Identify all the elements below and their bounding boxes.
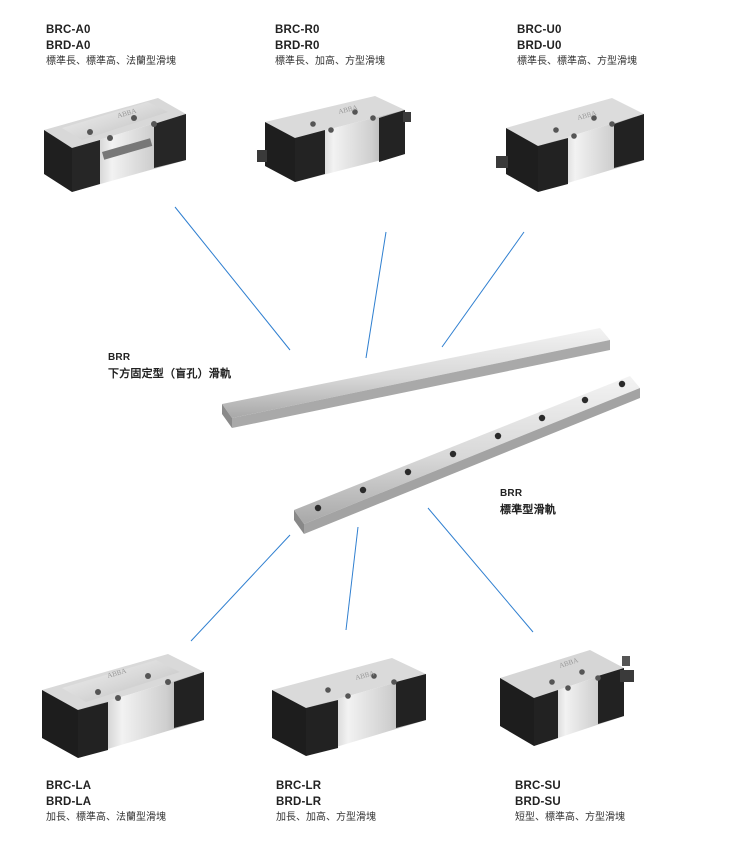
- product-code: BRC-LR: [276, 780, 322, 792]
- product-code: BRC-A0: [46, 24, 91, 36]
- image-brc-r0: ABBA: [255, 92, 415, 192]
- rail-standard-image: [294, 376, 640, 534]
- product-code: BRD-A0: [46, 40, 91, 52]
- label-rail-standard: BRR 標準型滑軌: [500, 486, 556, 518]
- label-brc-a0: BRC-A0 BRD-A0 標準長、標準高、法蘭型滑塊: [46, 22, 176, 70]
- rail-code: BRR: [500, 488, 523, 499]
- product-code: BRD-LR: [276, 796, 322, 808]
- rail-description: 下方固定型（盲孔）滑軌: [108, 368, 232, 380]
- label-brc-u0: BRC-U0 BRD-U0 標準長、標準高、方型滑塊: [517, 22, 637, 70]
- product-description: 加長、加高、方型滑塊: [276, 812, 376, 823]
- image-brc-la: ABBA: [38, 648, 210, 768]
- rail-bottom-fixed-image: [222, 328, 610, 428]
- image-brc-su: ABBA: [494, 638, 640, 758]
- label-brc-lr: BRC-LR BRD-LR 加長、加高、方型滑塊: [276, 778, 376, 826]
- image-brc-u0: ABBA: [494, 92, 654, 204]
- product-code: BRD-SU: [515, 796, 561, 808]
- product-code: BRD-U0: [517, 40, 562, 52]
- product-description: 加長、標準高、法蘭型滑塊: [46, 812, 166, 823]
- product-code: BRD-LA: [46, 796, 92, 808]
- image-brc-a0: ABBA: [38, 92, 190, 204]
- label-brc-la: BRC-LA BRD-LA 加長、標準高、法蘭型滑塊: [46, 778, 166, 826]
- image-brc-lr: ABBA: [266, 654, 432, 762]
- product-description: 標準長、標準高、法蘭型滑塊: [46, 56, 176, 67]
- rail-code: BRR: [108, 352, 131, 363]
- product-code: BRD-R0: [275, 40, 320, 52]
- product-description: 短型、標準高、方型滑塊: [515, 812, 625, 823]
- label-brc-r0: BRC-R0 BRD-R0 標準長、加高、方型滑塊: [275, 22, 385, 70]
- rail-mounting-holes: [314, 380, 626, 512]
- product-code: BRC-R0: [275, 24, 320, 36]
- rail-description: 標準型滑軌: [500, 504, 556, 516]
- product-description: 標準長、加高、方型滑塊: [275, 56, 385, 67]
- label-brc-su: BRC-SU BRD-SU 短型、標準高、方型滑塊: [515, 778, 625, 826]
- product-code: BRC-LA: [46, 780, 92, 792]
- product-code: BRC-SU: [515, 780, 561, 792]
- product-code: BRC-U0: [517, 24, 562, 36]
- product-description: 標準長、標準高、方型滑塊: [517, 56, 637, 67]
- label-rail-bottom-fixed: BRR 下方固定型（盲孔）滑軌: [108, 350, 231, 382]
